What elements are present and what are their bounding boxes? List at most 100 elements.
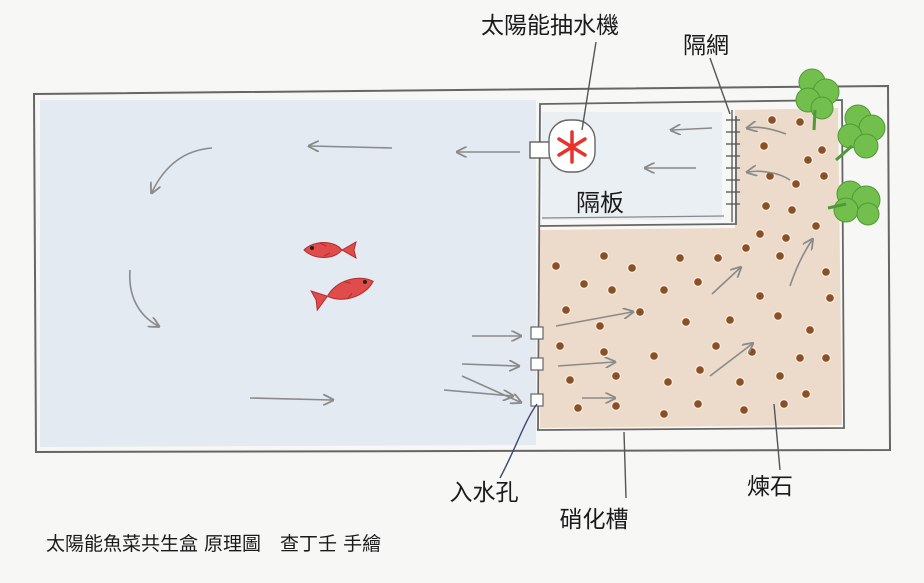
clay-pebble <box>816 144 828 156</box>
label-solar-pump: 太陽能抽水機 <box>481 13 619 39</box>
label-water-inlet: 入水孔 <box>450 480 519 506</box>
clay-pebble <box>658 284 670 296</box>
clay-pebble <box>694 364 706 376</box>
clay-pebble <box>802 154 814 166</box>
clay-pebble <box>564 374 576 386</box>
clay-pebble <box>674 252 686 264</box>
clay-pebble <box>550 260 562 272</box>
clay-pebble <box>772 310 784 322</box>
leader-water-inlet <box>499 403 538 479</box>
leader-clay-pebbles <box>773 403 781 471</box>
clay-pebble <box>804 324 816 336</box>
flow-arrow <box>748 171 791 181</box>
leader-nitrification-tank <box>623 431 627 499</box>
clay-pebble <box>554 340 566 352</box>
clay-pebble <box>734 376 746 388</box>
clay-pebble <box>790 178 802 190</box>
clay-pebble <box>724 314 736 326</box>
clay-pebble <box>774 370 786 382</box>
partition-board <box>539 116 737 227</box>
leader-solar-pump <box>581 41 597 131</box>
water-inlet-holes <box>530 326 544 407</box>
clay-pebble <box>658 408 670 420</box>
water-area <box>40 100 536 447</box>
inlet-hole <box>530 326 544 340</box>
clay-pebble <box>634 306 646 318</box>
media-area <box>540 108 842 428</box>
label-clay-pebbles: 煉石 <box>747 474 793 500</box>
leader-mesh-screen <box>709 57 731 115</box>
plant-icon <box>795 68 840 131</box>
clay-pebble <box>824 292 836 304</box>
clay-pebble <box>598 250 610 262</box>
clay-pebble <box>606 284 618 296</box>
clay-pebble <box>820 352 832 364</box>
clay-pebble <box>692 398 704 410</box>
clay-pebble <box>778 398 790 410</box>
leader-lines <box>499 41 781 499</box>
clay-pebble <box>800 388 812 400</box>
flow-arrow <box>310 146 393 148</box>
label-partition: 隔板 <box>576 189 624 217</box>
fish-icon <box>310 277 374 312</box>
flow-arrows <box>128 127 812 402</box>
clay-pebble <box>780 232 792 244</box>
fish-icon <box>303 240 357 260</box>
clay-pebble <box>572 402 584 414</box>
flow-arrow <box>555 312 632 327</box>
label-mesh-screen: 隔網 <box>683 33 729 59</box>
clay-pebble <box>610 370 622 382</box>
clay-pebble <box>774 250 786 262</box>
flow-arrow <box>709 344 752 377</box>
outer-tank <box>32 84 892 454</box>
clay-pebble <box>626 262 638 274</box>
clay-pebble <box>738 404 750 416</box>
clay-pebble <box>712 252 724 264</box>
flow-arrow <box>461 375 520 402</box>
clay-pebble <box>740 242 752 254</box>
plant-icon <box>827 180 881 226</box>
clay-pebble <box>610 400 622 412</box>
clay-pebble <box>764 170 776 182</box>
flow-arrow <box>443 389 512 396</box>
clay-pebble <box>758 140 770 152</box>
solar-pump <box>529 119 596 173</box>
inlet-hole <box>530 393 544 407</box>
flow-arrow <box>128 269 158 326</box>
clay-pebble <box>648 350 660 362</box>
clay-pebble <box>786 204 798 216</box>
clay-pebble <box>754 228 766 240</box>
flow-arrow <box>672 128 713 130</box>
plant-icon <box>835 104 886 162</box>
clay-pebble <box>710 340 722 352</box>
clay-pebble <box>746 346 758 358</box>
flow-arrow <box>152 147 213 192</box>
clay-pebble <box>818 170 830 182</box>
inlet-hole <box>530 357 544 371</box>
plants <box>795 68 886 226</box>
clay-pebble <box>594 320 606 332</box>
clay-pebbles-group <box>550 114 836 420</box>
caption: 太陽能魚菜共生盒 原理圖 查丁壬 手繪 <box>46 533 381 555</box>
nitrification-tank-outline <box>537 99 845 431</box>
clay-pebble <box>766 114 778 126</box>
flow-arrow <box>748 127 787 135</box>
clay-pebble <box>760 200 772 212</box>
clay-pebble <box>754 290 766 302</box>
clay-pebble <box>794 116 806 128</box>
clay-pebble <box>692 276 704 288</box>
clay-pebble <box>662 376 674 388</box>
flow-arrow <box>711 268 740 295</box>
clay-pebble <box>794 352 806 364</box>
clay-pebble <box>560 304 572 316</box>
flow-arrow <box>789 240 812 287</box>
partition-board-inner <box>541 215 725 219</box>
flow-arrow <box>461 364 518 366</box>
mesh-screen <box>726 110 740 222</box>
label-nitrification-tank: 硝化槽 <box>560 507 629 533</box>
clay-pebble <box>598 346 610 358</box>
clay-pebble <box>810 220 822 232</box>
pump-asterisk-icon <box>557 130 587 164</box>
